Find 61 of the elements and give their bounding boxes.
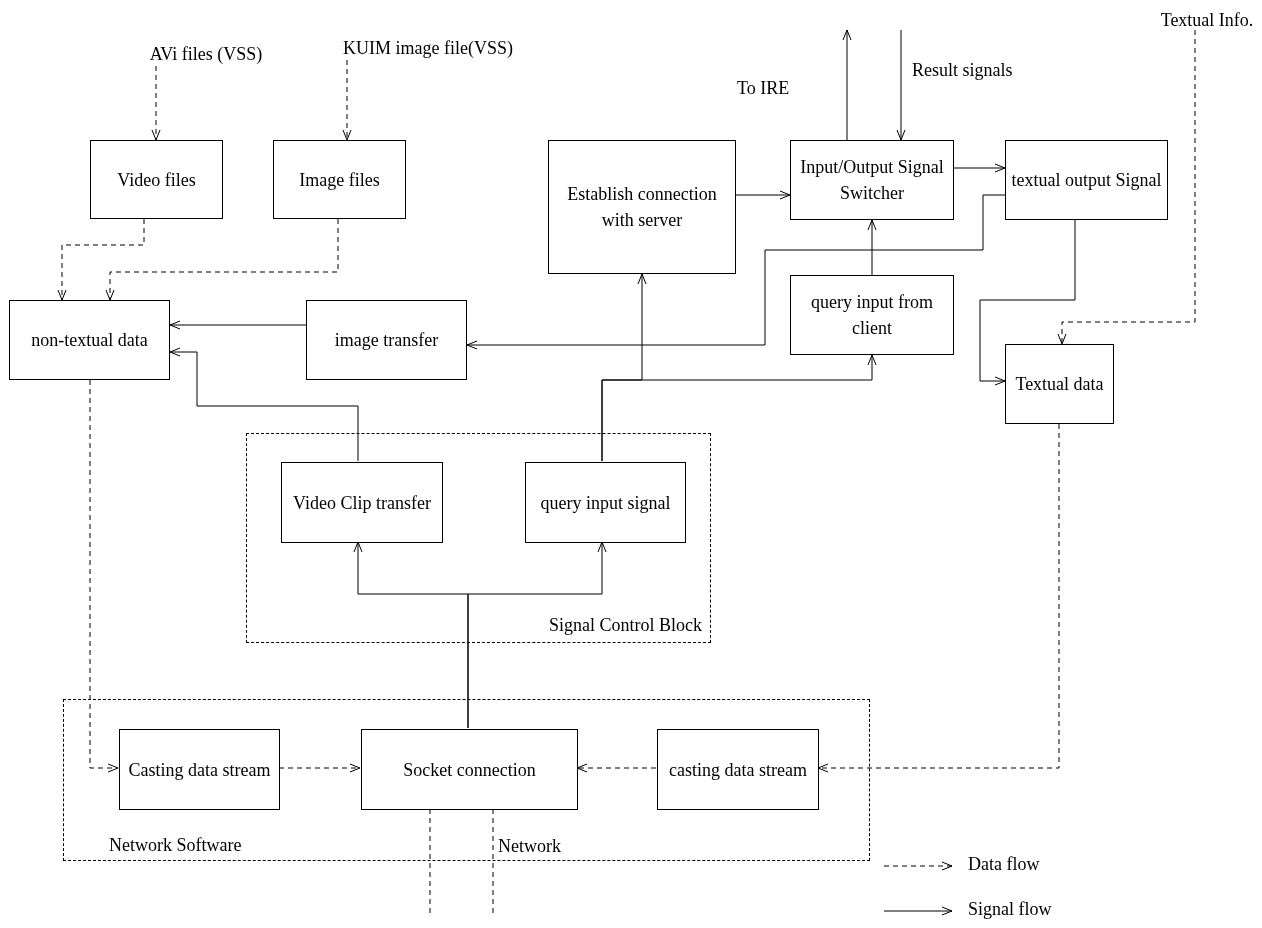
dashed-arrow [1057,29,1196,345]
dashed-line [429,808,431,914]
process-box [525,462,686,543]
box-label: Casting data stream [128,758,271,782]
arrow [601,354,877,462]
dashed-arrow [342,59,352,141]
process-box [90,140,223,219]
process-box [1005,344,1114,424]
dashed-arrow [89,379,119,773]
process-box [1005,140,1168,220]
process-box [119,729,280,810]
box-label: textual output Signal [1011,169,1162,192]
dashed-arrow [278,763,361,773]
box-label: Image files [299,168,380,192]
group-title: Network Software [109,835,242,856]
box-label: Video files [117,168,196,192]
box-label: Textual data [1015,373,1104,396]
process-box [281,462,443,543]
process-box [548,140,736,274]
box-label: query input from client [810,291,934,340]
process-box [361,729,578,810]
arrow [979,219,1076,386]
arrow [169,347,359,462]
process-box [9,300,170,380]
box-label: query input signal [540,491,671,515]
group-frame [246,433,711,643]
dashed-line [492,808,494,914]
box-label: Establish connection with server [566,183,718,232]
arrow [867,219,877,276]
process-box [273,140,406,219]
dashed-arrow [105,218,339,301]
dashed-arrow [576,763,657,773]
dashed-arrow [151,65,161,141]
box-label: casting data stream [669,758,807,782]
box-label: Video Clip transfer [293,491,431,515]
dashed-arrow [817,423,1060,773]
text-label: AVi files (VSS) [118,42,294,66]
arrow [896,29,906,141]
process-box [306,300,467,380]
process-box [790,140,954,220]
text-label: Textual Info. [1152,8,1262,30]
box-label: image transfer [334,329,439,352]
edge-label: Result signals [910,60,1015,81]
legend-label: Data flow [968,854,1040,875]
box-label: Input/Output Signal Switcher [799,156,945,205]
text-label: KUIM image file(VSS) [310,36,546,60]
arrow [467,541,607,729]
process-box [657,729,819,810]
arrow [169,320,307,330]
process-box [790,275,954,355]
legend-label: Signal flow [968,899,1052,920]
network-label: Network [498,836,561,857]
box-label: non-textual data [31,329,148,352]
arrow [842,29,852,141]
box-label: Socket connection [403,758,536,782]
arrow [953,163,1006,173]
arrow [466,194,1006,350]
group-frame [63,699,870,861]
arrow [735,190,791,200]
group-title: Signal Control Block [549,615,702,636]
dashed-arrow [57,218,145,301]
